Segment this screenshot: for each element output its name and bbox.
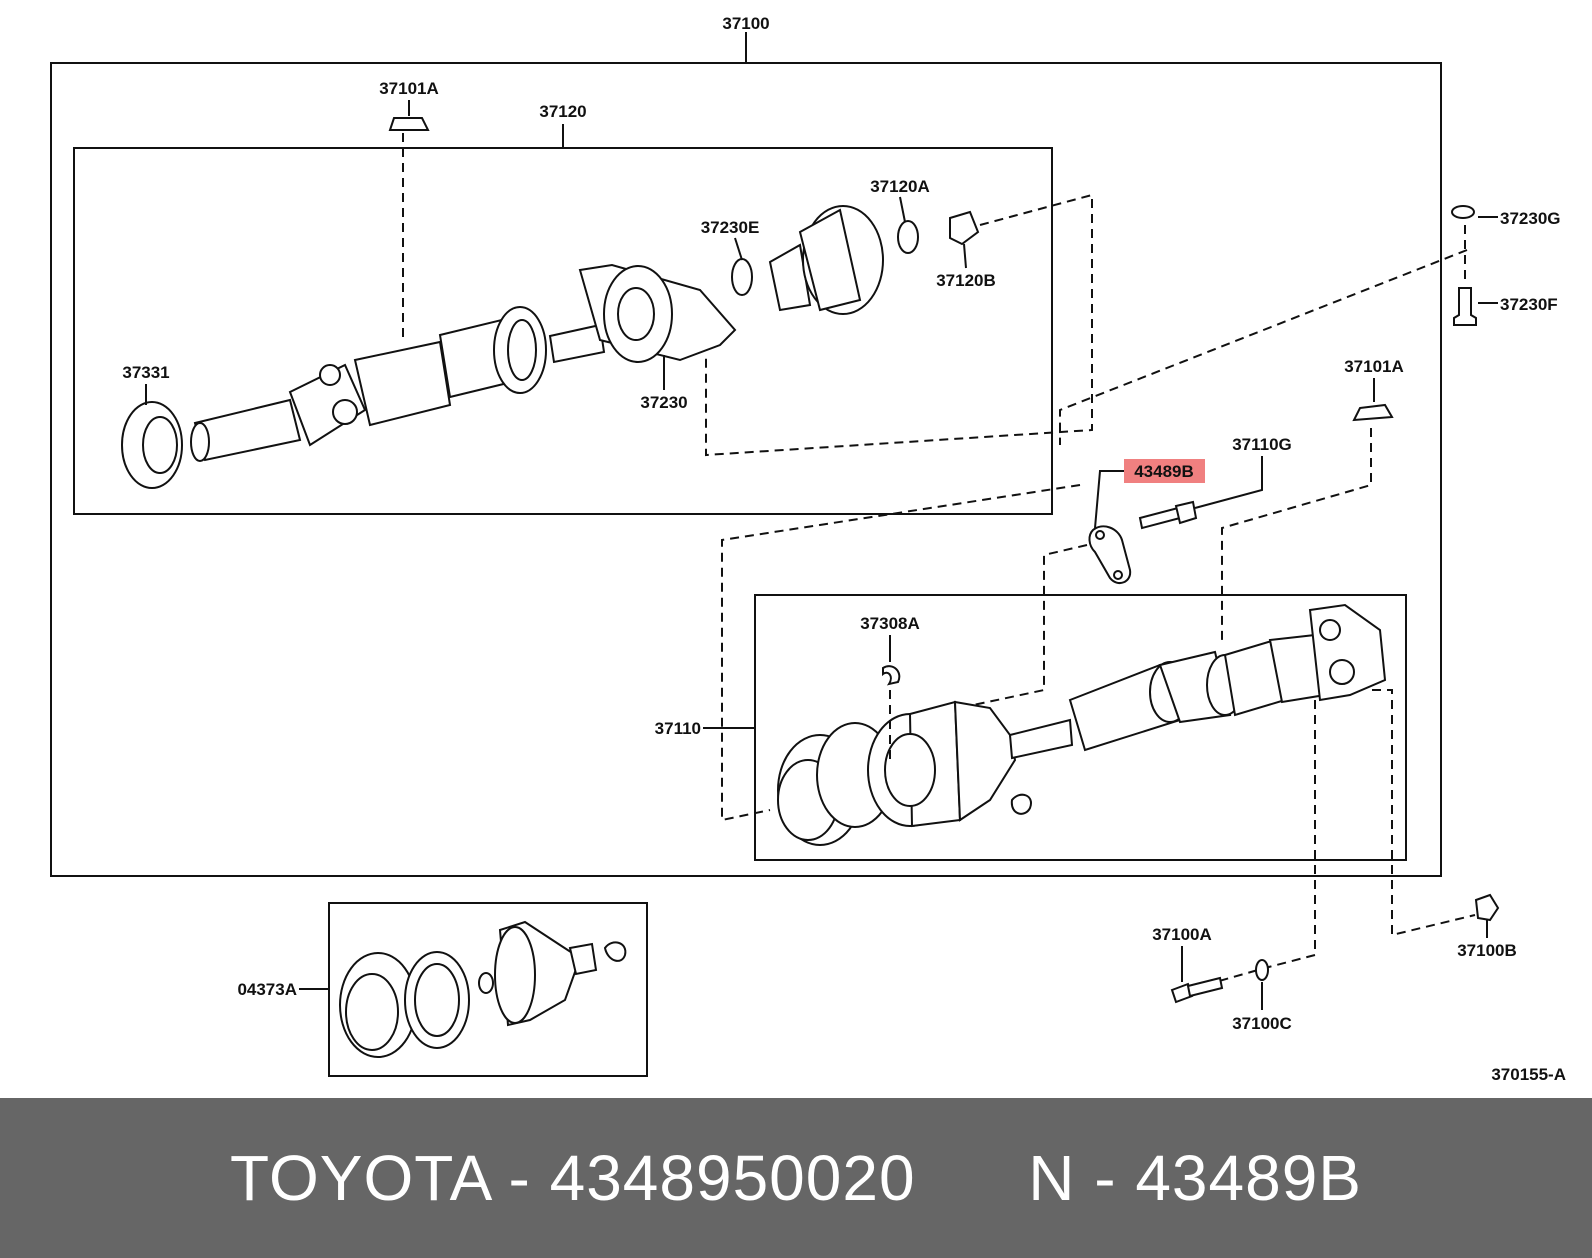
clip-37308A xyxy=(882,665,901,686)
label-37230E[interactable]: 37230E xyxy=(701,218,760,237)
dash-to-37230G xyxy=(1059,249,1468,445)
label-37100B[interactable]: 37100B xyxy=(1457,941,1517,960)
parts-diagram: 37100 37120 37110 04373A xyxy=(50,14,1566,1084)
label-37331[interactable]: 37331 xyxy=(122,363,169,382)
dash-upper-loop xyxy=(705,193,1093,457)
label-37230F[interactable]: 37230F xyxy=(1500,295,1558,314)
shim-37101A-right xyxy=(1352,403,1394,422)
label-37110G[interactable]: 37110G xyxy=(1232,435,1292,454)
dash-37100B xyxy=(1372,689,1476,937)
bootkit-drawing xyxy=(339,920,627,1058)
washer-37230G xyxy=(1451,205,1475,219)
leader-43489B xyxy=(1094,470,1124,529)
washer-37100C xyxy=(1255,959,1269,981)
leader-37120A xyxy=(899,196,906,223)
label-37100C[interactable]: 37100C xyxy=(1232,1014,1292,1033)
label-37110[interactable]: 37110 xyxy=(655,719,701,738)
label-37308A[interactable]: 37308A xyxy=(860,614,920,633)
shim-37101A-top xyxy=(388,117,430,131)
bolt-37230F xyxy=(1453,287,1477,326)
label-37120[interactable]: 37120 xyxy=(539,102,586,121)
upper-shaft-drawing xyxy=(121,205,980,489)
leader-37110G xyxy=(1194,456,1263,509)
label-37230[interactable]: 37230 xyxy=(640,393,687,412)
label-37120A[interactable]: 37120A xyxy=(870,177,930,196)
footer-part-text: TOYOTA - 4348950020 N - 43489B xyxy=(230,1142,1362,1214)
dash-left-loop xyxy=(721,484,1081,822)
snap-ring-37230E xyxy=(731,258,753,296)
dash-37100A-C xyxy=(1204,700,1316,986)
leader-37230E xyxy=(734,237,743,261)
label-37101A-right[interactable]: 37101A xyxy=(1344,357,1404,376)
footer-bar: TOYOTA - 4348950020 N - 43489B xyxy=(0,1098,1592,1258)
dash-43489B xyxy=(949,544,1088,711)
nut-37100B xyxy=(1474,893,1500,922)
figure-code: 370155-A xyxy=(1491,1065,1566,1084)
lower-shaft-drawing xyxy=(777,603,1387,846)
assembly-frame xyxy=(50,62,1442,877)
label-37230G[interactable]: 37230G xyxy=(1500,209,1561,228)
label-04373A[interactable]: 04373A xyxy=(237,980,297,999)
label-37101A-top[interactable]: 37101A xyxy=(379,79,439,98)
washer-37120A xyxy=(897,220,919,254)
plate-43489B[interactable] xyxy=(1088,525,1132,585)
highlight-43489B xyxy=(1124,459,1205,483)
label-37100[interactable]: 37100 xyxy=(722,14,769,33)
label-43489B[interactable]: 43489B xyxy=(1134,462,1194,481)
subassy-37120-frame xyxy=(73,147,1053,515)
label-37100A[interactable]: 37100A xyxy=(1152,925,1212,944)
label-37120B[interactable]: 37120B xyxy=(936,271,996,290)
bolt-37110G xyxy=(1138,506,1182,530)
leader-37120B xyxy=(963,243,967,269)
nut-37120B xyxy=(949,210,980,246)
